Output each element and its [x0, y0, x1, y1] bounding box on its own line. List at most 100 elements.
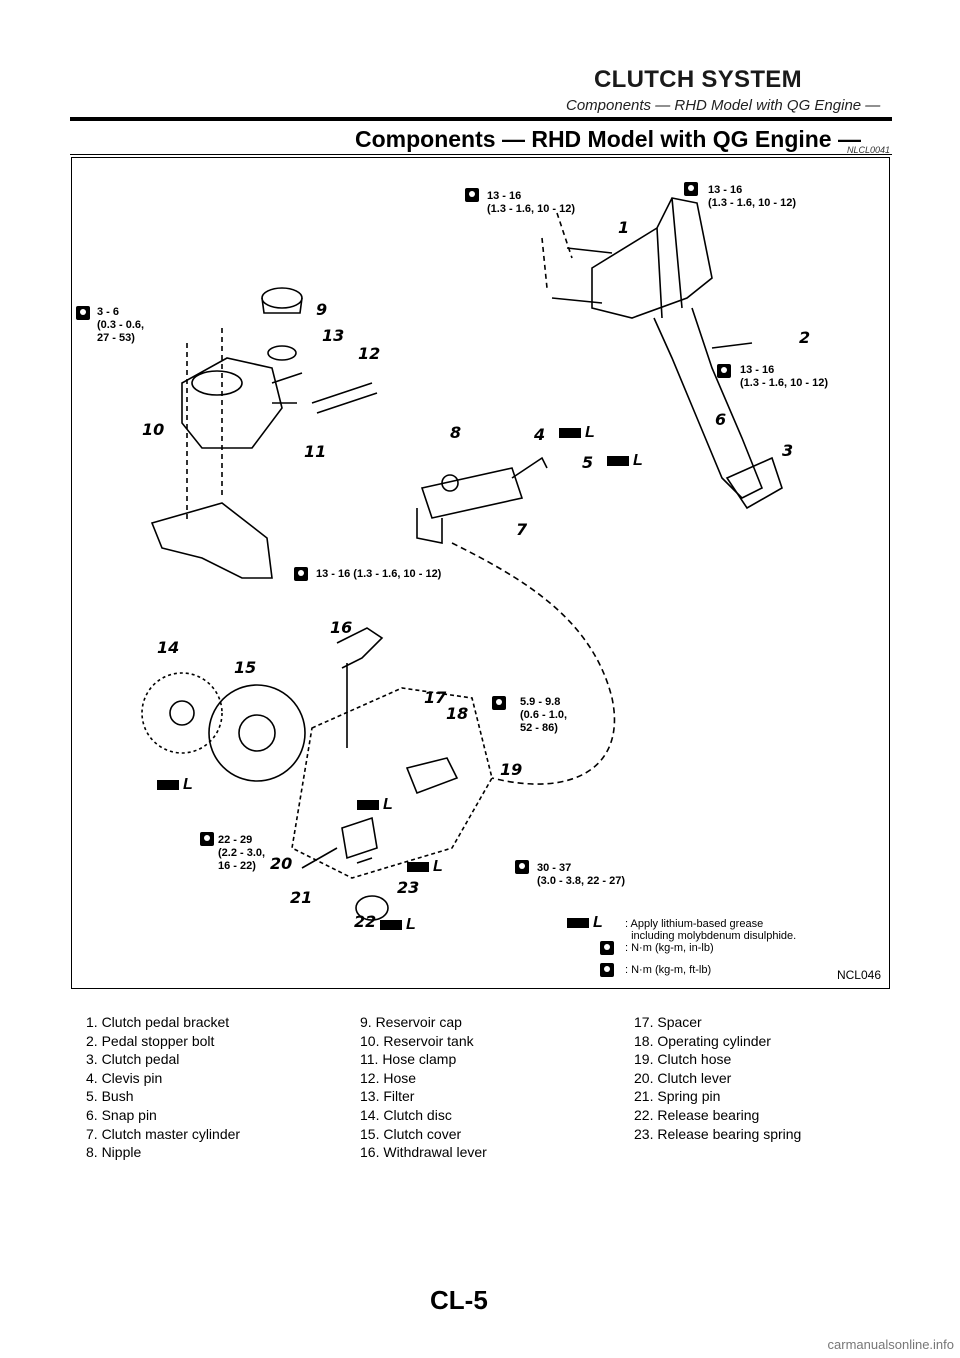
- grease-symbol: L: [157, 776, 193, 794]
- callout-4: 4: [534, 425, 546, 444]
- clutch-lever-drawing: [341, 816, 378, 860]
- torque-label-3: 3 - 6 (0.3 - 0.6, 27 - 53): [97, 306, 145, 344]
- pedal-pad-drawing: [725, 456, 783, 510]
- list-item: 13. Filter: [360, 1088, 415, 1105]
- grease-icon: [559, 427, 581, 438]
- torque-icon: [76, 306, 90, 320]
- list-item: 17. Spacer: [634, 1014, 702, 1030]
- grease-icon: [357, 799, 379, 810]
- grease-icon: [607, 455, 629, 466]
- list-item: 11. Hose clamp: [360, 1051, 457, 1068]
- callout-9: 9: [316, 300, 328, 319]
- list-item: 6. Snap pin: [86, 1106, 157, 1123]
- list-item: 1. Clutch pedal bracket: [86, 1014, 230, 1030]
- callout-11: 11: [304, 442, 327, 461]
- grease-symbol: L: [407, 858, 443, 876]
- parts-list-col-2: 9. Reservoir cap 10. Reservoir tank 11. …: [360, 1013, 487, 1162]
- torque-label-5: 13 - 16 (1.3 - 1.6, 10 - 12): [316, 568, 442, 580]
- watermark: carmanualsonline.info: [827, 1337, 954, 1352]
- torque-icon: [294, 567, 308, 581]
- callout-12: 12: [358, 344, 381, 363]
- torque-label-4: 13 - 16 (1.3 - 1.6, 10 - 12): [740, 364, 829, 389]
- transmission-housing-drawing: [291, 687, 493, 879]
- callout-16: 16: [330, 618, 353, 637]
- legend-grease-symbol: L: [567, 914, 603, 932]
- release-bearing-drawing: [355, 895, 389, 921]
- grease-icon: [380, 919, 402, 930]
- parts-list-col-3: 17. Spacer 18. Operating cylinder 19. Cl…: [634, 1013, 801, 1143]
- list-item: 2. Pedal stopper bolt: [86, 1032, 215, 1049]
- callout-6: 6: [715, 410, 727, 429]
- list-item: 7. Clutch master cylinder: [86, 1125, 241, 1142]
- callout-18: 18: [446, 704, 469, 723]
- callout-22: 22: [354, 912, 377, 931]
- component-diagram: 13 - 16 (1.3 - 1.6, 10 - 12) 13 - 16 (1.…: [71, 157, 890, 989]
- legend-torque-inlb: : N·m (kg-m, in-lb): [625, 942, 714, 954]
- list-item: 18. Operating cylinder: [634, 1032, 771, 1049]
- master-cylinder-drawing: [420, 467, 524, 519]
- grease-icon: [157, 779, 179, 790]
- torque-icon: [200, 832, 214, 846]
- list-item: 22. Release bearing: [634, 1106, 760, 1123]
- torque-icon: [515, 860, 529, 874]
- pedal-bracket-drawing: [591, 197, 713, 319]
- callout-7: 7: [516, 520, 528, 539]
- callout-1: 1: [618, 218, 630, 237]
- list-item: 9. Reservoir cap: [360, 1014, 462, 1030]
- list-item: 19. Clutch hose: [634, 1051, 732, 1068]
- callout-23: 23: [397, 878, 420, 897]
- list-item: 16. Withdrawal lever: [360, 1144, 487, 1161]
- section-rule: [70, 154, 892, 155]
- callout-3: 3: [782, 441, 794, 460]
- callout-17: 17: [424, 688, 447, 707]
- operating-cylinder-drawing: [405, 757, 459, 795]
- callout-2: 2: [799, 328, 811, 347]
- clutch-hose-drawing: [451, 542, 616, 785]
- callout-10: 10: [142, 420, 165, 439]
- torque-label-7: 22 - 29 (2.2 - 3.0, 16 - 22): [218, 834, 266, 872]
- torque-icon: [465, 188, 479, 202]
- list-item: 3. Clutch pedal: [86, 1051, 180, 1068]
- callout-15: 15: [234, 658, 257, 677]
- header-rule: [70, 117, 892, 121]
- list-item: 5. Bush: [86, 1088, 134, 1105]
- withdrawal-lever-drawing: [336, 627, 384, 748]
- callout-14: 14: [157, 638, 180, 657]
- diagram-drawing: [141, 197, 783, 921]
- callout-21: 21: [290, 888, 313, 907]
- legend-torque-ftlb: : N·m (kg-m, ft-lb): [625, 964, 712, 976]
- page-number: CL-5: [430, 1285, 488, 1315]
- list-item: 21. Spring pin: [634, 1088, 721, 1105]
- header-title: CLUTCH SYSTEM: [594, 66, 802, 93]
- clutch-pedal-drawing: [653, 307, 764, 499]
- header-subtitle: Components — RHD Model with QG Engine —: [566, 97, 881, 114]
- reservoir-tank-drawing: [181, 357, 283, 449]
- torque-label-6: 5.9 - 9.8 (0.6 - 1.0, 52 - 86): [520, 696, 568, 734]
- torque-icon: [600, 941, 614, 955]
- list-item: 4. Clevis pin: [86, 1069, 163, 1086]
- list-item: 23. Release bearing spring: [634, 1125, 802, 1142]
- callout-19: 19: [500, 760, 523, 779]
- torque-label-8: 30 - 37 (3.0 - 3.8, 22 - 27): [537, 862, 626, 887]
- clutch-cover-drawing: [208, 684, 306, 782]
- list-item: 8. Nipple: [86, 1144, 142, 1161]
- torque-icon: [492, 696, 506, 710]
- list-item: 10. Reservoir tank: [360, 1032, 474, 1049]
- filter-drawing: [267, 345, 297, 361]
- torque-label-1: 13 - 16 (1.3 - 1.6, 10 - 12): [487, 190, 576, 215]
- torque-icon: [600, 963, 614, 977]
- callout-20: 20: [270, 854, 293, 873]
- grease-icon: [407, 861, 429, 872]
- torque-label-2: 13 - 16 (1.3 - 1.6, 10 - 12): [708, 184, 797, 209]
- legend-grease: : Apply lithium-based grease including m…: [625, 918, 797, 942]
- clutch-disc-drawing: [141, 672, 223, 754]
- section-code: NLCL0041: [847, 145, 891, 155]
- callout-8: 8: [450, 423, 462, 442]
- section-title: Components — RHD Model with QG Engine —: [355, 126, 861, 152]
- reservoir-cap-drawing: [261, 287, 303, 309]
- hose-drawing: [311, 382, 378, 414]
- tank-bracket-drawing: [150, 502, 273, 579]
- grease-symbol: L: [559, 424, 595, 442]
- figure-code: NCL046: [836, 968, 881, 982]
- list-item: 15. Clutch cover: [360, 1125, 462, 1142]
